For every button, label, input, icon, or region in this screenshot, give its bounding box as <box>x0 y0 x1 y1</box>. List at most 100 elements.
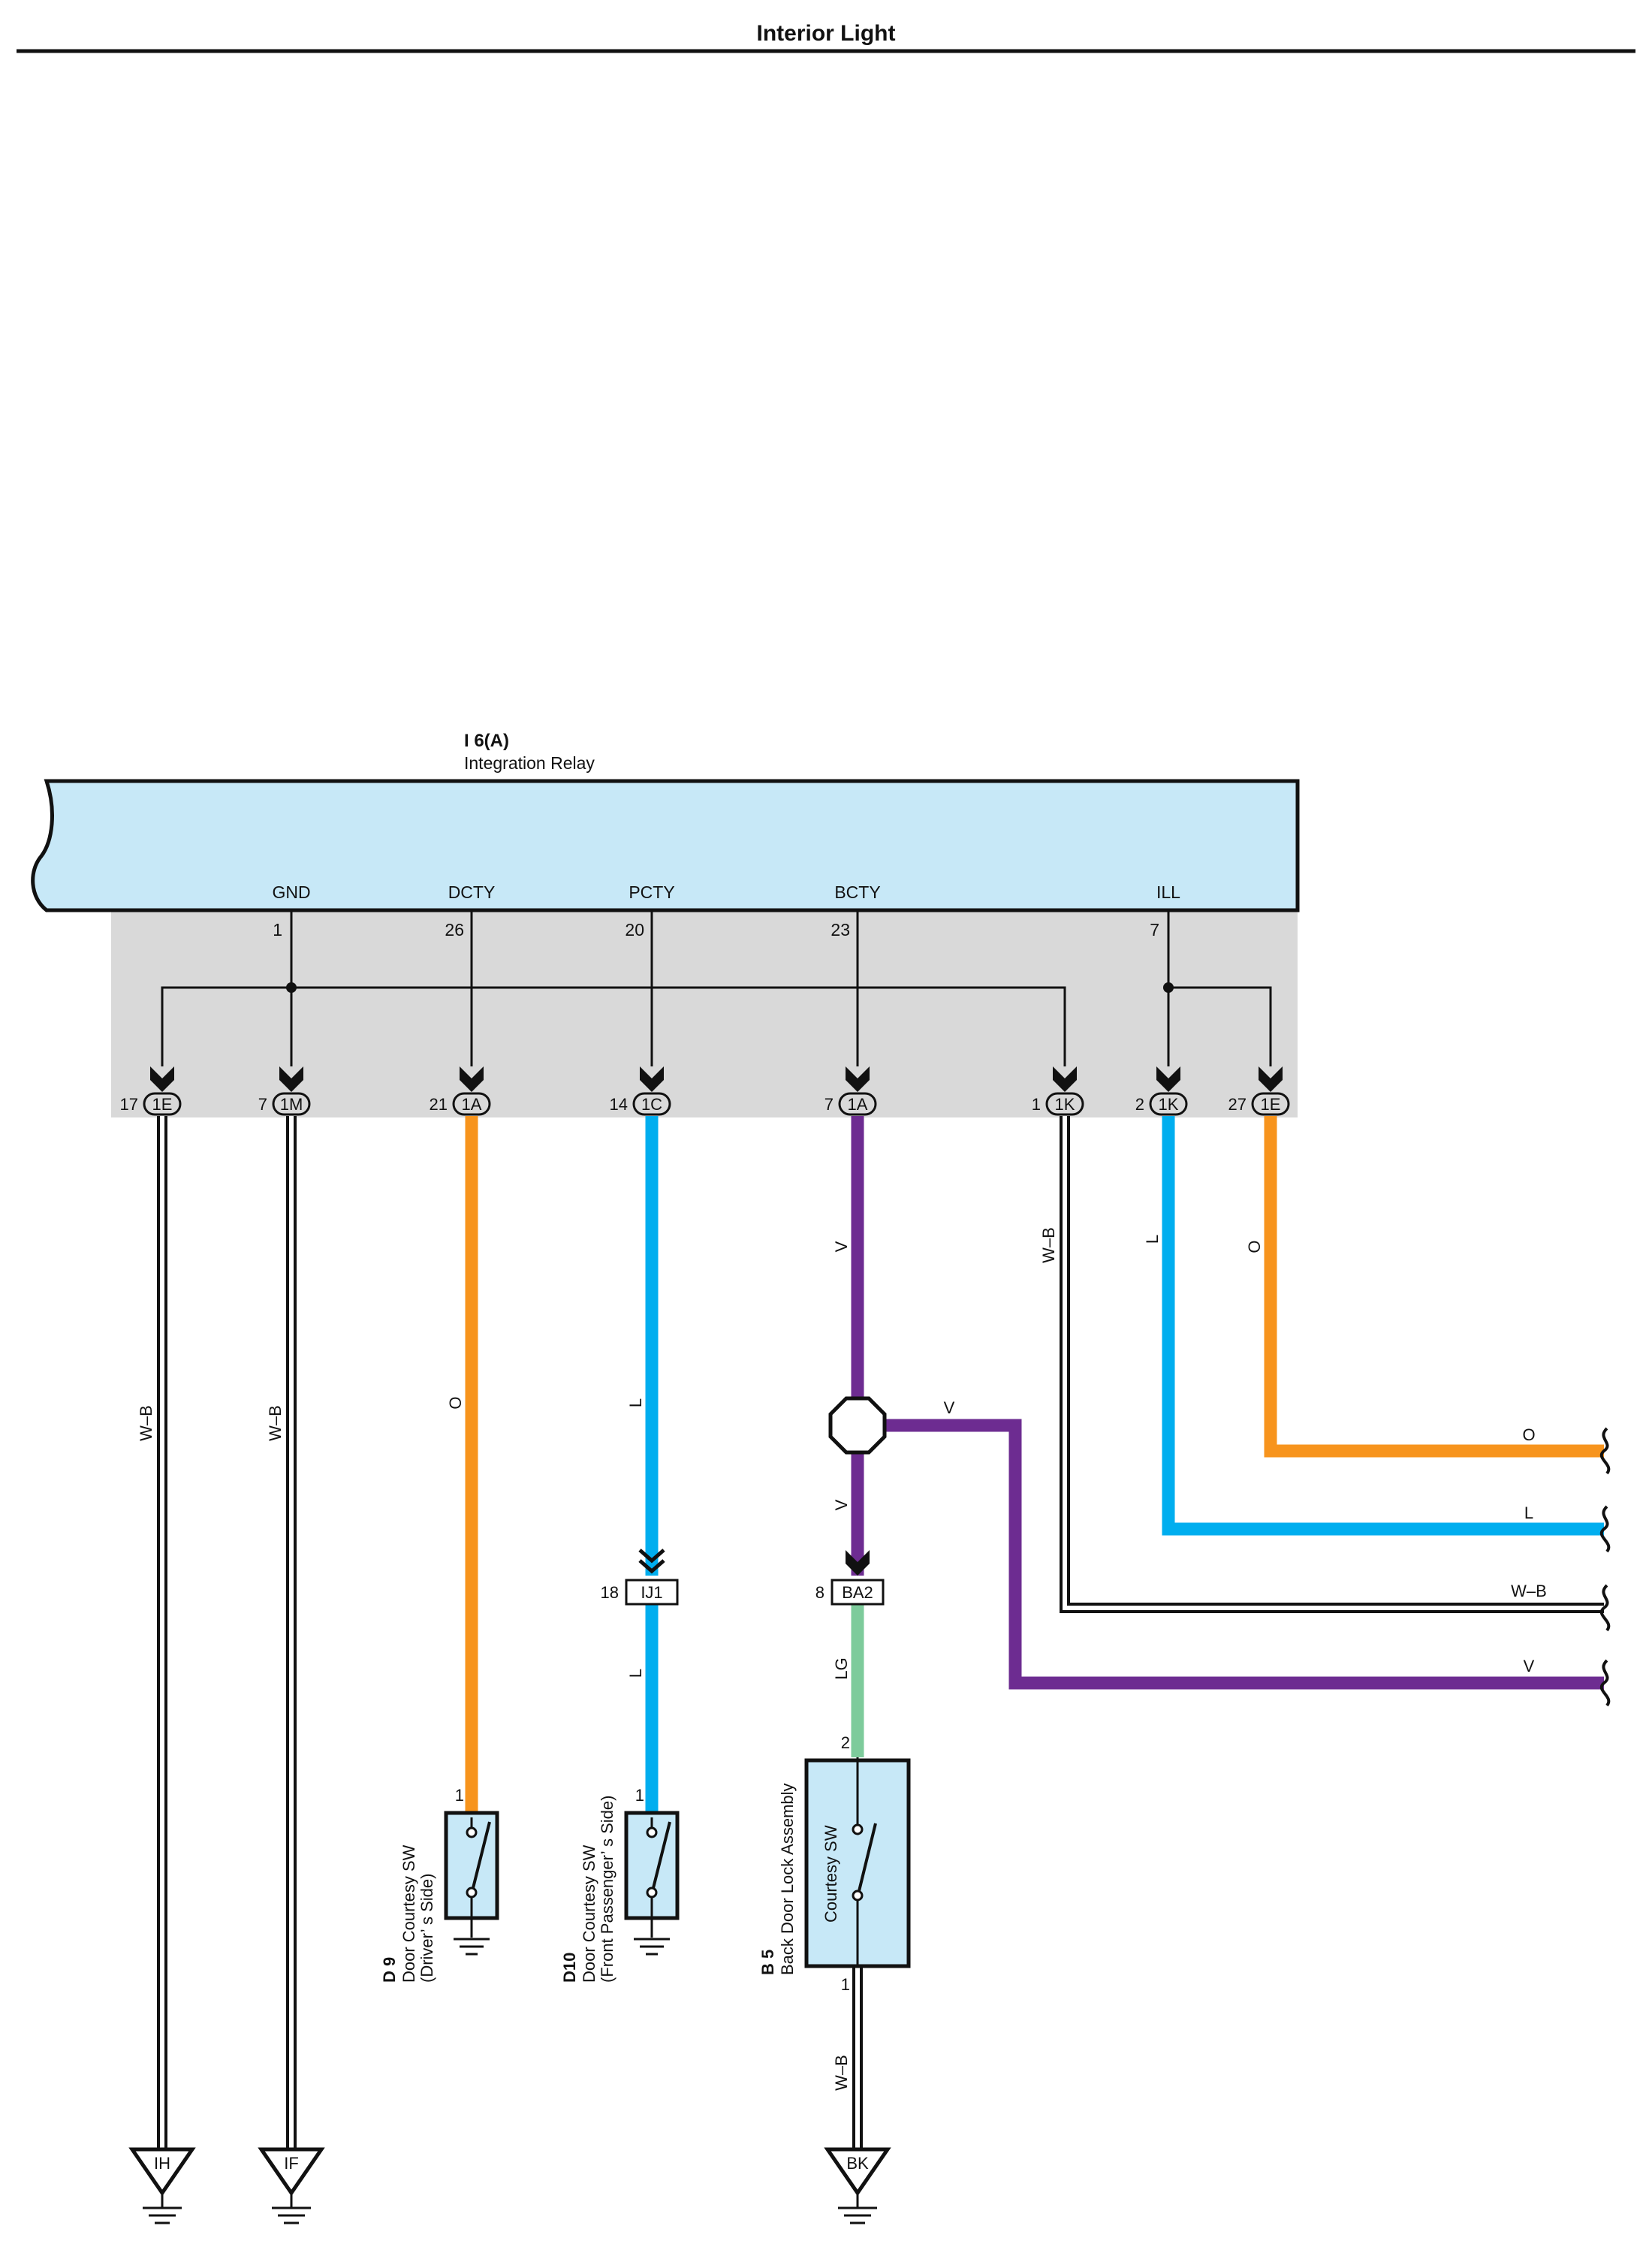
terminal-gnd-label: GND <box>272 882 310 902</box>
junction-ba2: BA2 8 <box>815 1550 885 1606</box>
connector-code: 1A <box>462 1095 482 1114</box>
junction-box <box>625 1579 679 1606</box>
switch-code: D 9 <box>380 1957 399 1983</box>
connector-oval <box>632 1092 671 1116</box>
connector-oval <box>1045 1092 1084 1116</box>
connector-code: 1K <box>1055 1095 1075 1114</box>
switch-b5: 2 Courtesy SW 1 B 5 Back Door Lock Assem… <box>758 1733 911 1994</box>
switch-label-1: Back Door Lock Assembly <box>778 1783 797 1975</box>
connectors: 1E 17 1M 7 1A 21 1C 14 1A 7 1K 1 1K 2 1E… <box>120 1092 1290 1116</box>
junction-code: BA2 <box>842 1583 873 1602</box>
switch-label-1: Door Courtesy SW <box>399 1844 418 1983</box>
terminal-bcty-label: BCTY <box>834 882 880 902</box>
switch-inner-label: Courtesy SW <box>821 1825 840 1923</box>
wire-v-branch <box>858 1419 1604 1690</box>
wire-label: V <box>944 1398 955 1417</box>
integration-relay-box <box>31 779 1300 912</box>
arrowhead <box>1259 1066 1283 1092</box>
connector-oval <box>272 1092 311 1116</box>
pin-pcty: 20 <box>625 920 644 940</box>
switch-code: B 5 <box>758 1950 777 1975</box>
connector-arrowheads <box>150 1066 1283 1092</box>
ground-ih: IH <box>128 2147 196 2224</box>
ground-label: BK <box>846 2154 869 2173</box>
connector-pin: 2 <box>1135 1095 1144 1114</box>
arrowhead <box>279 1066 303 1092</box>
connector-oval <box>452 1092 491 1116</box>
relay-name: Integration Relay <box>464 753 595 773</box>
switch-code: D10 <box>560 1953 579 1983</box>
wire-label: W–B <box>266 1405 285 1441</box>
wire-label: W–B <box>1039 1227 1058 1263</box>
connector-code: 1E <box>1261 1095 1281 1114</box>
terminal-dcty-label: DCTY <box>448 882 496 902</box>
break-symbol-o <box>1599 1427 1611 1475</box>
break-symbol-wb <box>1599 1584 1611 1632</box>
pin-gnd: 1 <box>273 920 282 940</box>
relay-terminal-labels: GND DCTY PCTY BCTY ILL <box>272 882 1180 902</box>
switch-pin: 1 <box>455 1786 464 1805</box>
connector-code: 1M <box>280 1095 303 1114</box>
arrowhead <box>150 1066 174 1092</box>
arrowhead <box>1053 1066 1077 1092</box>
wire-label: O <box>446 1396 465 1409</box>
splice-octagon <box>828 1396 887 1455</box>
ground-bk: BK <box>824 2147 891 2224</box>
wire-l-out <box>1162 1116 1604 1536</box>
connector-code: 1E <box>152 1095 173 1114</box>
connector-code: 1A <box>848 1095 868 1114</box>
connector-area <box>111 910 1298 1117</box>
connector-oval <box>1251 1092 1290 1116</box>
wire-label: L <box>1143 1235 1162 1244</box>
wire-label: O <box>1245 1240 1264 1253</box>
connector-oval <box>838 1092 877 1116</box>
wire-label: W–B <box>832 2055 851 2091</box>
connector-pin: 17 <box>120 1095 138 1114</box>
switch-label-2: (Driver’ s Side) <box>418 1874 436 1983</box>
break-symbol-v <box>1599 1659 1611 1707</box>
relay-code: I 6(A) <box>464 731 509 751</box>
connector-pin: 27 <box>1228 1095 1247 1114</box>
wire-wb-out <box>1060 1116 1604 1613</box>
pin-dcty: 26 <box>445 920 464 940</box>
terminal-ill-label: ILL <box>1156 882 1180 902</box>
switch-pin-top: 2 <box>841 1733 850 1752</box>
connector-pin: 7 <box>824 1095 834 1114</box>
wire-labels: W–B W–B O L L V V LG W–B W–B W–B L O V O… <box>137 1227 1547 2091</box>
terminal-pcty-label: PCTY <box>629 882 674 902</box>
connector-oval <box>143 1092 182 1116</box>
ground-label: IH <box>154 2154 170 2173</box>
junction-pin: 18 <box>601 1583 619 1602</box>
junction-box <box>831 1579 885 1606</box>
wire-label: V <box>832 1499 851 1510</box>
junction-code: IJ1 <box>641 1583 662 1602</box>
ground-label: IF <box>284 2154 299 2173</box>
connector-pin: 1 <box>1032 1095 1041 1114</box>
wire-label: W–B <box>137 1405 155 1441</box>
break-symbol-l <box>1599 1505 1611 1553</box>
connector-code: 1K <box>1159 1095 1179 1114</box>
switch-label-2: (Front Passenger’ s Side) <box>598 1796 616 1983</box>
wire-label: W–B <box>1511 1582 1547 1600</box>
arrowhead <box>460 1066 484 1092</box>
connector-pin: 14 <box>610 1095 628 1114</box>
switch-label-1: Door Courtesy SW <box>580 1844 598 1983</box>
wire-label: LG <box>832 1657 851 1679</box>
wire-label: V <box>1524 1657 1535 1675</box>
arrowhead <box>640 1066 664 1092</box>
junction-pin: 8 <box>815 1583 824 1602</box>
relay-pin-numbers: 1 26 20 23 7 <box>273 920 1159 940</box>
ground-if: IF <box>258 2147 325 2224</box>
splice-dot-gnd <box>286 982 297 993</box>
page-title: Interior Light <box>757 21 896 46</box>
pin-ill: 7 <box>1150 920 1159 940</box>
splice-dot-ill <box>1163 982 1174 993</box>
wire-break-symbols <box>1599 1427 1611 1707</box>
switch-pin: 1 <box>635 1786 644 1805</box>
internal-wiring <box>161 910 1272 1066</box>
wire-label: V <box>832 1241 851 1252</box>
switch-pin-bottom: 1 <box>841 1975 850 1994</box>
wire-label: L <box>626 1398 645 1407</box>
junction-ij1: IJ1 18 <box>601 1549 679 1606</box>
